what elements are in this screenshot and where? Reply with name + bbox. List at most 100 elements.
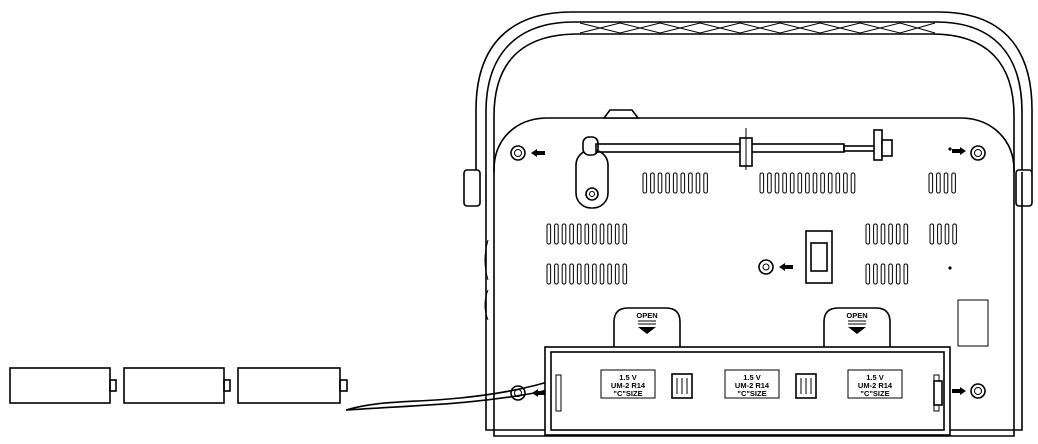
cell-voltage-text: 1.5 V <box>619 373 637 382</box>
grille-slot <box>865 223 871 245</box>
cell-polarity-label: 1.5 VUM-2 R14"C"SIZE <box>847 369 903 399</box>
grille-slot <box>584 223 590 245</box>
grille-slot <box>873 263 878 285</box>
grille-slot <box>903 223 909 245</box>
grille-slot <box>576 223 582 245</box>
grille-slot <box>642 172 648 194</box>
cell-model-text: UM-2 R14 <box>611 381 646 390</box>
grille-slot <box>622 263 628 285</box>
grille-slot <box>880 223 886 245</box>
grille-slot <box>812 172 818 194</box>
screw-hole-icon <box>970 383 986 399</box>
grille-slot <box>622 223 628 245</box>
grille-slot <box>850 172 856 194</box>
grille-slot <box>703 172 708 194</box>
grille-slot <box>774 172 780 194</box>
grille-slot <box>680 172 686 194</box>
grille-slot <box>672 172 678 194</box>
cell-polarity-label: 1.5 VUM-2 R14"C"SIZE <box>724 369 780 399</box>
grille-slot <box>929 223 935 245</box>
grille-slot <box>873 223 878 245</box>
grille-slot <box>903 263 909 285</box>
grille-slot <box>561 263 567 285</box>
screw-hole-icon <box>510 385 526 401</box>
grille-slot <box>695 172 701 194</box>
cell-polarity-label: 1.5 VUM-2 R14"C"SIZE <box>600 369 656 399</box>
screw-hole-icon <box>970 145 986 161</box>
grille-slot <box>928 172 934 194</box>
grille-slot <box>943 172 949 194</box>
grille-slot <box>789 172 795 194</box>
cell-size-text: "C"SIZE <box>613 389 642 398</box>
grille-slot <box>895 263 901 285</box>
grille-slot <box>688 172 693 194</box>
direction-arrow-icon <box>532 389 546 397</box>
grille-slot <box>835 172 841 194</box>
grille-slot <box>584 263 590 285</box>
screw-hole-icon <box>510 145 526 161</box>
grille-slot <box>895 223 901 245</box>
cell-size-text: "C"SIZE <box>860 389 889 398</box>
grille-slot <box>865 263 871 285</box>
grille-slot <box>880 263 886 285</box>
grille-slot <box>554 223 559 245</box>
grille-slot <box>827 172 833 194</box>
cell-model-text: UM-2 R14 <box>858 381 893 390</box>
open-arrow-icon <box>638 320 656 334</box>
grille-slot <box>665 172 670 194</box>
battery-icon <box>237 367 348 404</box>
grille-slot <box>614 263 620 285</box>
lid-open-label: OPEN <box>846 311 867 320</box>
direction-arrow-icon <box>952 147 966 155</box>
grille-slot <box>937 223 942 245</box>
direction-arrow-icon <box>531 149 545 157</box>
grille-slot <box>782 172 787 194</box>
dc-jack <box>758 259 774 275</box>
grille-slot <box>657 172 663 194</box>
telescopic-antenna <box>575 128 893 209</box>
grille-slot <box>650 172 655 194</box>
slide-switch <box>805 230 833 284</box>
cell-voltage-text: 1.5 V <box>866 373 884 382</box>
grille-slot <box>952 223 957 245</box>
open-arrow-icon <box>848 320 866 334</box>
grille-slot <box>607 223 612 245</box>
grille-slot <box>888 223 893 245</box>
grille-slot <box>599 223 605 245</box>
grille-slot <box>576 263 582 285</box>
cell-divider <box>671 373 693 399</box>
battery-icon <box>9 367 117 404</box>
grille-slot <box>767 172 772 194</box>
grille-slot <box>820 172 825 194</box>
direction-arrow-icon <box>952 387 966 395</box>
cell-divider <box>795 373 817 399</box>
grille-slot <box>805 172 810 194</box>
grille-slot <box>592 223 597 245</box>
grille-slot <box>888 263 893 285</box>
loose-batteries <box>9 367 348 404</box>
battery-lid-right: OPEN <box>823 307 891 351</box>
grille-slot <box>569 223 574 245</box>
grille-slot <box>843 172 848 194</box>
carrying-handle <box>463 11 1033 207</box>
grille-slot <box>569 263 574 285</box>
grille-slot <box>546 263 552 285</box>
battery-icon <box>123 367 231 404</box>
speaker-grilles <box>546 172 957 285</box>
grille-slot <box>561 223 567 245</box>
label-panel <box>957 299 989 347</box>
cell-size-text: "C"SIZE <box>737 389 766 398</box>
grille-slot <box>951 172 956 194</box>
grille-slot <box>599 263 605 285</box>
grille-slot <box>554 263 559 285</box>
battery-lid-left: OPEN <box>613 307 681 351</box>
grille-slot <box>546 223 552 245</box>
grille-slot <box>944 223 950 245</box>
grille-slot <box>936 172 941 194</box>
indicator-dot <box>948 147 952 151</box>
cell-model-text: UM-2 R14 <box>735 381 770 390</box>
grille-slot <box>592 263 597 285</box>
indicator-dot <box>948 266 952 270</box>
